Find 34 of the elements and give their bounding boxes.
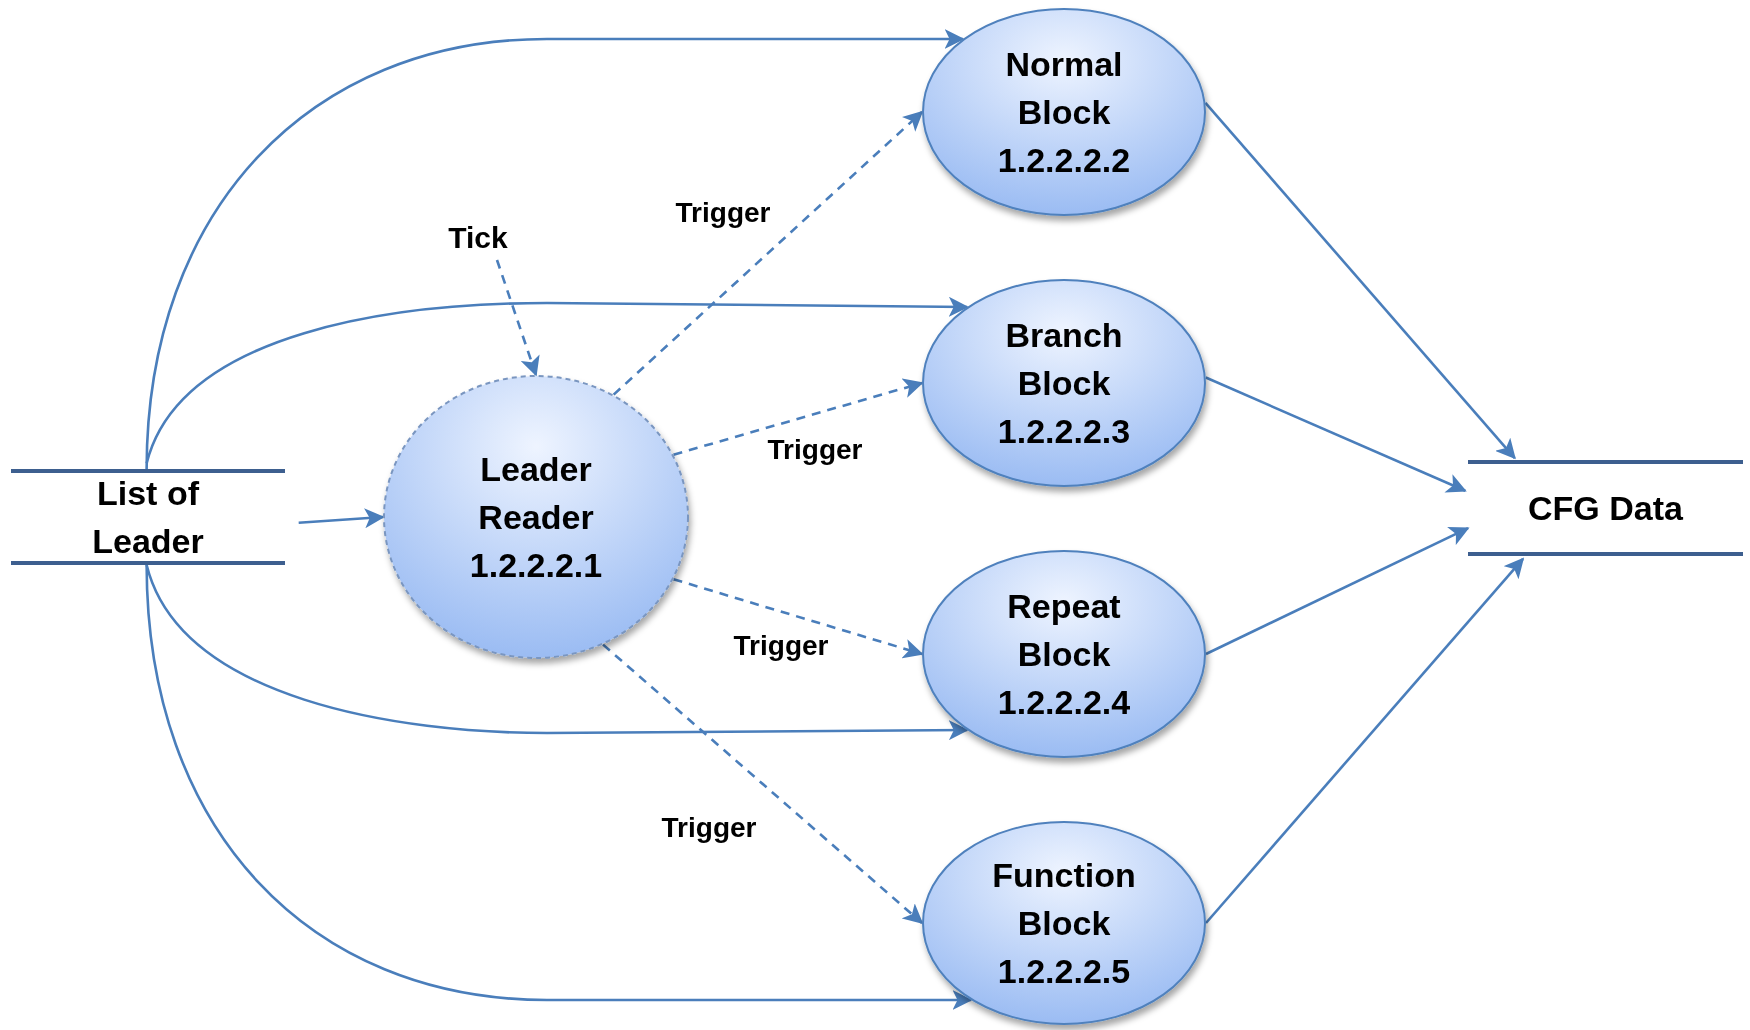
node-number: 1.2.2.2.5 (996, 951, 1132, 992)
process-ellipse (922, 550, 1206, 758)
dashed-arrow (673, 378, 924, 456)
node-title: CFG Data (1527, 488, 1684, 529)
node-number: 1.2.2.2.1 (468, 545, 604, 586)
node-number: 1.2.2.2.4 (996, 682, 1132, 723)
tick-label: Tick (447, 220, 509, 256)
arrow (145, 564, 973, 1010)
node-title: Branch Block (1004, 315, 1124, 404)
node-number: 1.2.2.2.2 (996, 140, 1132, 181)
dashed-arrow (495, 259, 540, 377)
arrow (145, 296, 969, 464)
arrow (145, 29, 965, 470)
process-ellipse (383, 375, 689, 659)
dashed-arrow (673, 578, 924, 659)
arrow (1205, 527, 1470, 656)
arrow (1205, 376, 1467, 493)
process-ellipse (922, 821, 1206, 1025)
dashed-arrow (612, 110, 924, 396)
arrow (145, 564, 969, 741)
process-ellipse (922, 279, 1206, 487)
arrow (1205, 557, 1525, 924)
dashed-arrow (602, 643, 924, 925)
node-title: List of Leader (91, 473, 205, 562)
node-number: 1.2.2.2.3 (996, 411, 1132, 452)
data-store (1468, 460, 1743, 556)
arrow (1204, 102, 1516, 460)
arrow (298, 508, 385, 529)
node-title: Repeat Block (1006, 586, 1122, 675)
node-title: Leader Reader (477, 449, 595, 538)
node-title: Function Block (991, 855, 1137, 944)
data-store (11, 469, 285, 565)
process-ellipse (922, 8, 1206, 216)
node-title: Normal Block (1004, 44, 1124, 133)
